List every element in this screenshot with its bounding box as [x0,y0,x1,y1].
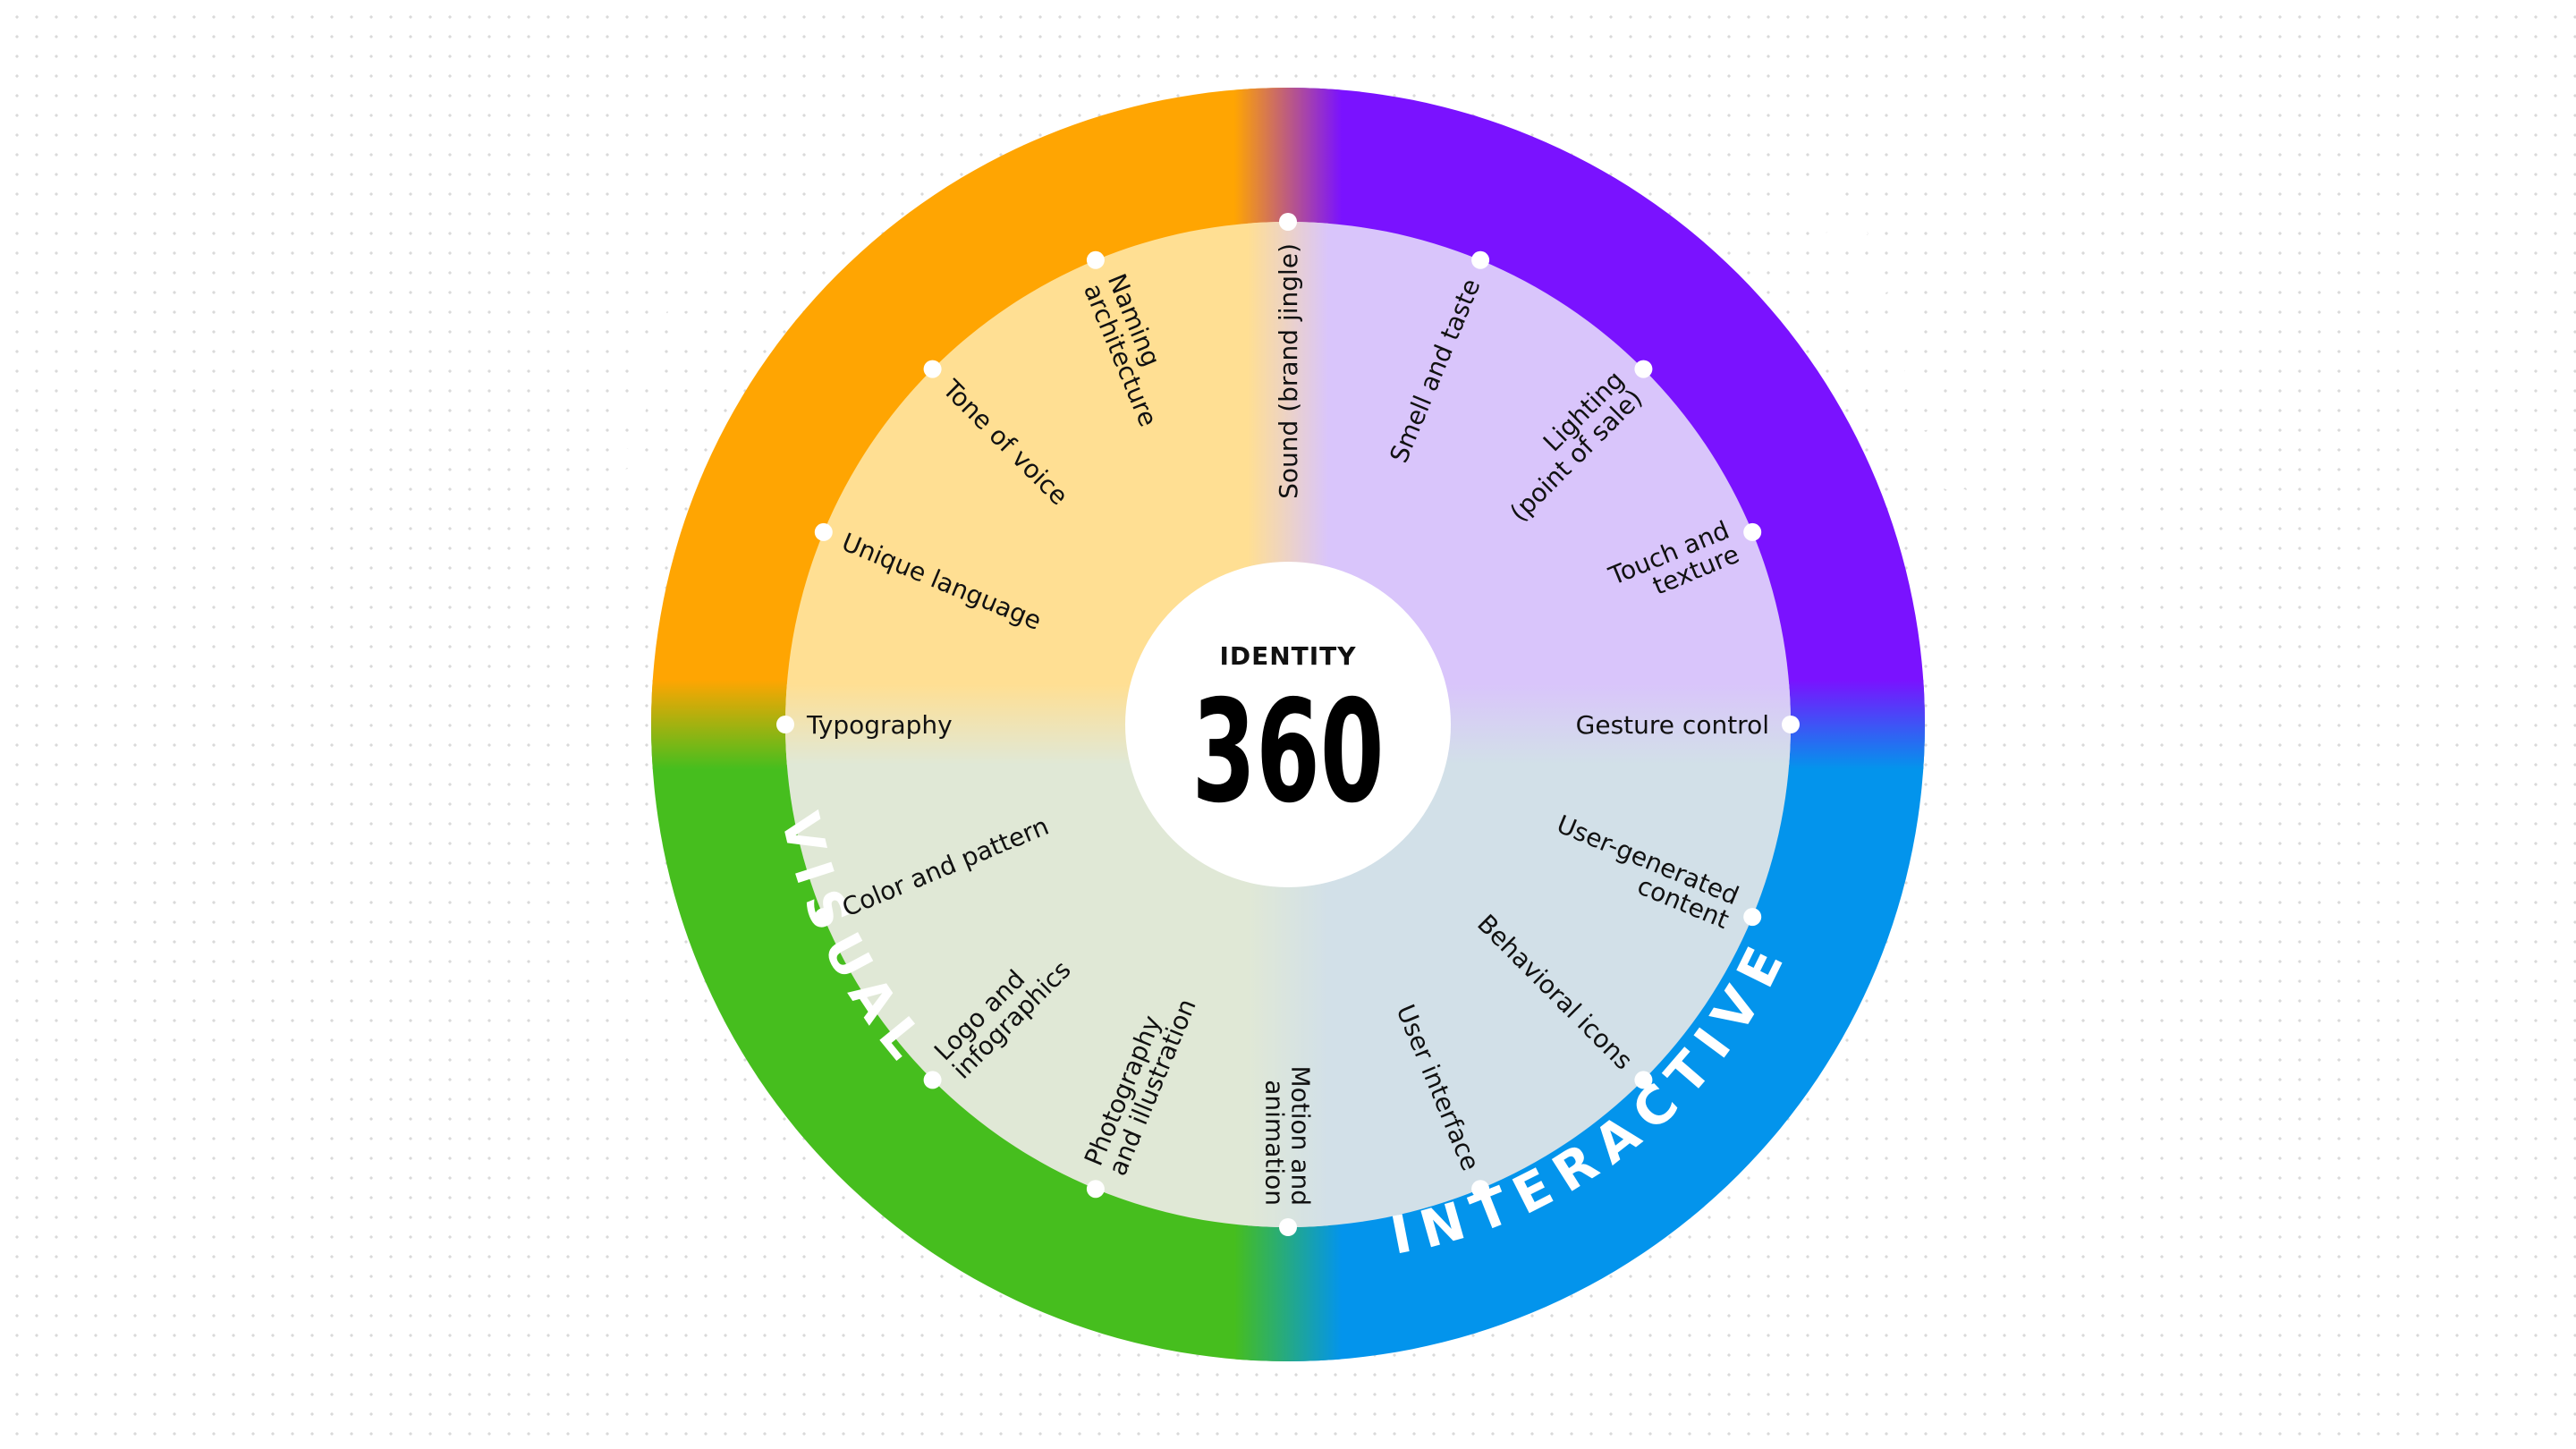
item-label-line: Sound (brand jingle) [1274,243,1303,499]
item-dot [1471,250,1490,269]
item-dot [814,908,833,927]
center-number: 360 [1192,670,1385,835]
item-label-line: Motion and [1286,1065,1316,1206]
item-motion: Motion andanimation [1260,1065,1316,1236]
item-dot [923,1071,942,1089]
item-gesture: Gesture control [1576,710,1800,740]
center-circle [1125,562,1451,887]
item-dot [1634,1071,1653,1089]
center-title: IDENTITY [1219,641,1356,671]
item-dot [814,522,833,541]
item-dot [1743,522,1762,541]
item-label-line: animation [1260,1080,1290,1206]
item-label: Typography [806,710,953,740]
item-dot [1086,1180,1105,1199]
item-sound: Sound (brand jingle) [1274,213,1303,499]
item-label-line: Gesture control [1576,710,1769,740]
item-label: Sound (brand jingle) [1274,243,1303,499]
item-dot [776,716,794,733]
item-dot [923,360,942,378]
item-label: Gesture control [1576,710,1769,740]
item-dot [1782,716,1800,733]
item-dot [1086,250,1105,269]
item-dot [1471,1180,1490,1199]
item-dot [1279,213,1297,231]
item-dot [1634,360,1653,378]
item-typography: Typography [776,710,953,740]
item-label: Motion andanimation [1260,1065,1316,1206]
item-dot [1743,908,1762,927]
item-label-line: Typography [806,710,953,740]
item-dot [1279,1218,1297,1236]
